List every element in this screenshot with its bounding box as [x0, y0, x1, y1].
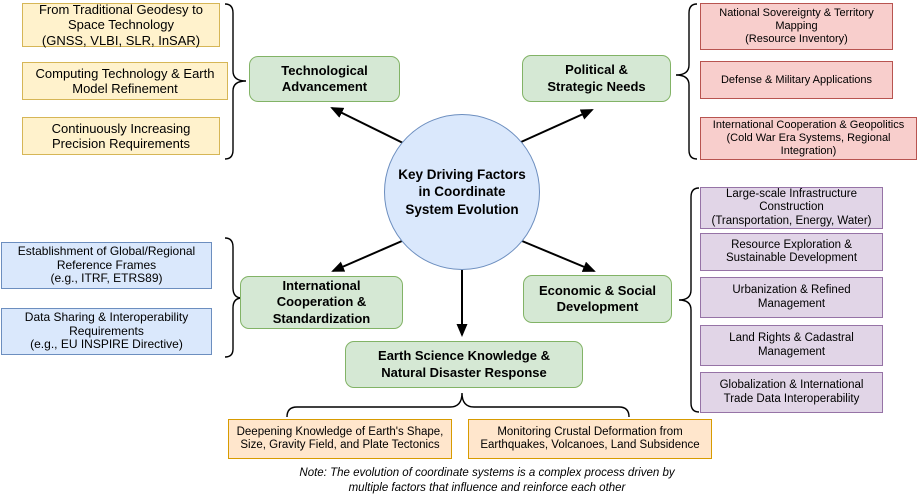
arrow-to-technological-advancement: [330, 107, 404, 144]
item-national-sovereignty-territory-mapping: National Sovereignty & Territory Mapping…: [700, 3, 893, 50]
node-technological-advancement: Technological Advancement: [249, 56, 400, 102]
brace-earth-science-items: [286, 392, 630, 418]
item-globalization-trade-interoperability: Globalization & International Trade Data…: [700, 372, 883, 413]
item-computing-technology-earth-model: Computing Technology & Earth Model Refin…: [22, 62, 228, 100]
arrow-to-political-strategic-needs: [520, 109, 594, 143]
item-traditional-geodesy-to-space-technology: From Traditional Geodesy to Space Techno…: [22, 2, 220, 48]
node-earth-science-knowledge: Earth Science Knowledge & Natural Disast…: [345, 341, 583, 388]
item-land-rights-cadastral-management: Land Rights & Cadastral Management: [700, 325, 883, 366]
arrow-to-international-cooperation: [331, 240, 403, 272]
item-urbanization-refined-management: Urbanization & Refined Management: [700, 277, 883, 318]
brace-political-items: [675, 3, 698, 160]
node-economic-social-development: Economic & Social Development: [523, 275, 672, 323]
central-node: Key Driving Factors in Coordinate System…: [384, 114, 540, 270]
brace-economic-items: [678, 187, 700, 413]
arrow-to-economic-social-development: [521, 240, 596, 272]
item-increasing-precision-requirements: Continuously Increasing Precision Requir…: [22, 117, 220, 155]
item-monitoring-crustal-deformation: Monitoring Crustal Deformation from Eart…: [468, 419, 712, 459]
node-international-cooperation-standardization: International Cooperation & Standardizat…: [240, 276, 403, 329]
item-global-regional-reference-frames: Establishment of Global/Regional Referen…: [1, 242, 212, 289]
item-international-cooperation-geopolitics: International Cooperation & Geopolitics …: [700, 117, 917, 160]
item-infrastructure-construction: Large-scale Infrastructure Construction …: [700, 187, 883, 229]
node-political-strategic-needs: Political & Strategic Needs: [522, 55, 671, 102]
footnote: Note: The evolution of coordinate system…: [299, 467, 675, 494]
item-deepening-knowledge-earth-shape: Deepening Knowledge of Earth's Shape, Si…: [228, 419, 452, 459]
item-defense-military-applications: Defense & Military Applications: [700, 61, 893, 99]
item-data-sharing-interoperability: Data Sharing & Interoperability Requirem…: [1, 308, 212, 355]
item-resource-exploration: Resource Exploration & Sustainable Devel…: [700, 233, 883, 271]
brace-technological-items: [224, 3, 247, 160]
